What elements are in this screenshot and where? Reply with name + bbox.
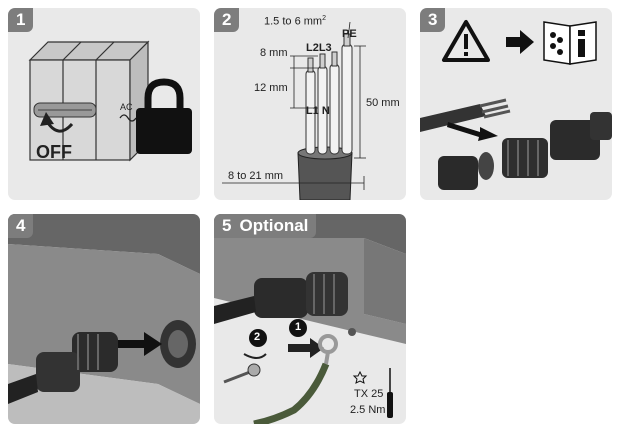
step-1-panel: 1 OFF AC [8,8,200,200]
step-badge: 1 [8,8,34,32]
connector-plug-in-illustration [8,214,200,424]
step-badge: 3 [420,8,446,32]
callout-2: 2 [254,331,261,343]
callout-1: 1 [295,321,302,333]
cross-section-label: 1.5 to 6 mm2 [264,15,326,28]
step-badge: 4 [8,214,34,238]
connector-disassembly-illustration [420,20,612,190]
step-badge: 2 [214,8,240,32]
step-2-panel: 2 1.5 to 6 mm2 PE L2L3 8 mm 12 mm L1 N 5… [214,8,406,200]
length-50mm-label: 50 mm [366,97,400,109]
ac-label: AC [120,102,133,112]
diameter-label: 8 to 21 mm [228,170,284,182]
cable-stripping-diagram [222,21,366,200]
l1n-label: L1 N [306,105,330,117]
off-label: OFF [36,142,72,162]
optional-label: Optional [239,216,309,235]
pe-label: PE [342,28,357,40]
tool-label: TX 25 [354,388,384,400]
torque-label: 2.5 Nm [350,404,386,416]
breaker-lock-illustration [28,40,192,162]
step-4-panel: 4 [8,214,200,424]
warning-triangle-icon [442,20,490,62]
strip-8mm-label: 8 mm [260,47,288,59]
manual-info-icon [543,21,597,65]
l2l3-label: L2L3 [306,42,332,54]
step-3-panel: 3 [420,8,612,200]
strip-12mm-label: 12 mm [254,82,288,94]
